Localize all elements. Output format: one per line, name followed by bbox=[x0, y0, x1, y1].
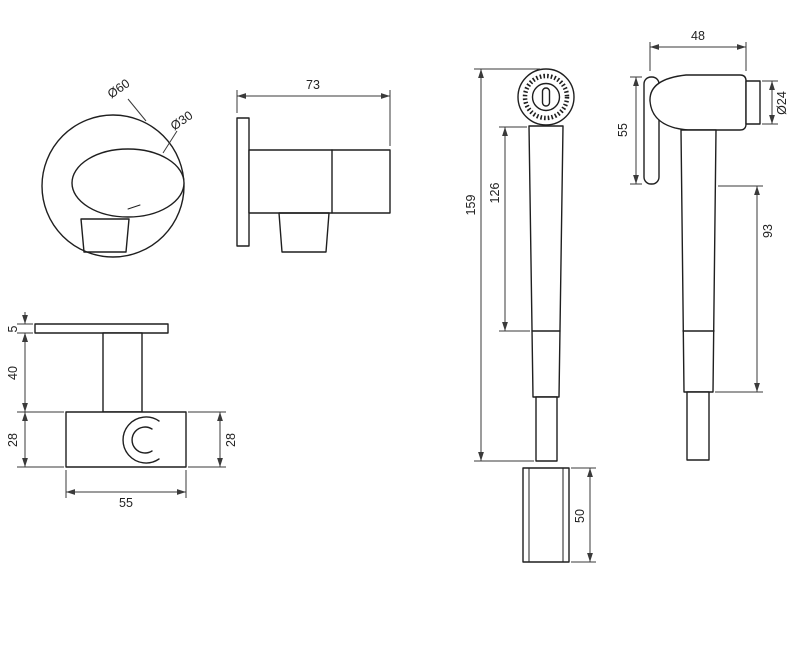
view-sleeve: 50 bbox=[522, 467, 596, 563]
holder-detail-line bbox=[127, 204, 141, 210]
dim-label-plate-thickness: 5 bbox=[6, 325, 20, 332]
handle-front bbox=[528, 125, 564, 398]
dim-label-inner-dia: Ø30 bbox=[168, 108, 195, 133]
view-sprayer-side: 48 Ø24 55 93 bbox=[616, 29, 789, 461]
dim-label-bracket-width: 55 bbox=[119, 496, 133, 510]
dim-label-head-depth: 48 bbox=[691, 29, 705, 43]
leader-outer-dia bbox=[127, 98, 147, 122]
dim-label-body-height: 126 bbox=[488, 183, 502, 204]
handle-side bbox=[680, 129, 717, 393]
outlet-body bbox=[248, 149, 391, 214]
bracket-plate bbox=[34, 323, 169, 334]
threaded-connector-side bbox=[278, 212, 330, 253]
bracket-body bbox=[65, 411, 187, 468]
dim-label-nozzle-dia: Ø24 bbox=[775, 91, 789, 115]
dim-label-total-height: 159 bbox=[464, 195, 478, 216]
dim-label-stem-height: 40 bbox=[6, 366, 20, 380]
dim-label-outlet-width: 73 bbox=[306, 78, 320, 92]
threaded-connector-front bbox=[80, 218, 130, 253]
outlet-tube-side bbox=[686, 391, 710, 461]
outlet-tube-front bbox=[535, 396, 558, 462]
nozzle-face bbox=[745, 80, 761, 125]
spray-head-slot bbox=[541, 87, 551, 107]
view-outlet-side: 73 bbox=[236, 78, 391, 253]
wall-plate bbox=[236, 117, 250, 247]
holder-ring-ellipse bbox=[71, 148, 185, 218]
dim-label-height-left: 28 bbox=[6, 433, 20, 447]
bracket-stem bbox=[102, 332, 143, 413]
dim-label-head-height: 55 bbox=[616, 123, 630, 137]
view-outlet-front: Ø60 Ø30 bbox=[41, 76, 195, 258]
bracket-hook-inner bbox=[131, 426, 153, 454]
dim-label-sleeve-length: 50 bbox=[573, 509, 587, 523]
dim-label-outer-dia: Ø60 bbox=[105, 76, 132, 101]
spray-head-side bbox=[649, 74, 747, 131]
view-sprayer-front: 159 126 bbox=[464, 68, 575, 462]
sleeve-body bbox=[522, 467, 570, 563]
view-bracket: 5 40 28 55 28 bbox=[6, 312, 238, 510]
leader-inner-dia bbox=[162, 130, 178, 154]
dim-label-handle-height: 93 bbox=[761, 224, 775, 238]
bracket-hook-outer bbox=[122, 416, 160, 464]
spray-head-knurl-ring bbox=[522, 73, 570, 121]
dim-label-height-right: 28 bbox=[224, 433, 238, 447]
